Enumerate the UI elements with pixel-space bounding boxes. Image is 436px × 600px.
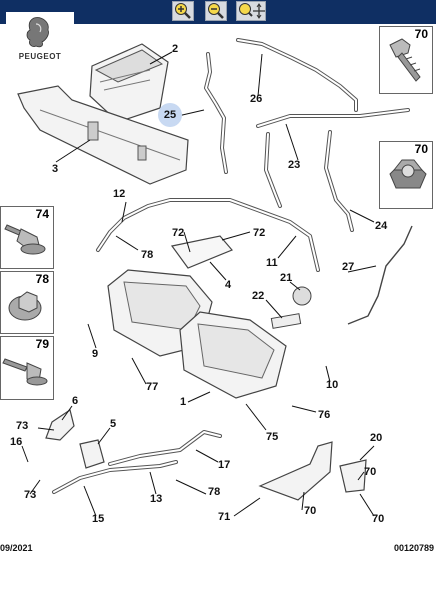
- nut-image: [389, 159, 427, 189]
- washer-nut-image: [8, 291, 42, 321]
- zoom-out-icon: [208, 3, 224, 19]
- pipe-13-17: [52, 430, 222, 494]
- callout-4[interactable]: 4: [225, 279, 232, 291]
- callout-17[interactable]: 17: [218, 459, 231, 471]
- side-box-label: 79: [35, 337, 49, 351]
- callout-16[interactable]: 16: [10, 436, 23, 448]
- part-bracket-20: [258, 441, 367, 501]
- zoom-in-icon: [175, 3, 191, 19]
- callout-5[interactable]: 5: [110, 418, 117, 430]
- callout-13[interactable]: 13: [150, 493, 163, 505]
- callout-75[interactable]: 75: [266, 431, 279, 443]
- pipe-23-24: [256, 108, 410, 232]
- footer-date: 09/2021: [0, 543, 33, 553]
- callout-73-upper[interactable]: 73: [16, 420, 29, 432]
- callout-6[interactable]: 6: [72, 395, 79, 407]
- callout-21[interactable]: 21: [280, 272, 293, 284]
- callout-76[interactable]: 76: [318, 409, 331, 421]
- callout-23[interactable]: 23: [288, 159, 301, 171]
- callout-70-lower[interactable]: 70: [372, 513, 385, 525]
- brand-name: PEUGEOT: [18, 52, 62, 61]
- callout-12[interactable]: 12: [113, 188, 126, 200]
- part-charger-module: [89, 43, 169, 123]
- leader-lines: [21, 51, 377, 517]
- bolt-image: [389, 38, 421, 82]
- callout-20[interactable]: 20: [370, 432, 383, 444]
- callout-24[interactable]: 24: [375, 220, 388, 232]
- callout-3[interactable]: 3: [52, 163, 59, 175]
- side-box-label: 70: [414, 27, 428, 41]
- part-mounting-tray: [17, 85, 189, 185]
- pipe-27: [347, 225, 413, 325]
- pipe-25-26: [204, 38, 358, 174]
- lion-emblem-icon: [26, 17, 49, 48]
- callout-72-left[interactable]: 72: [172, 227, 185, 239]
- part-battery-housing-right: [179, 311, 287, 399]
- callout-10[interactable]: 10: [326, 379, 339, 391]
- callout-77[interactable]: 77: [146, 381, 159, 393]
- zoom-in-button[interactable]: [172, 1, 194, 21]
- callout-22[interactable]: 22: [252, 290, 265, 302]
- peugeot-logo: PEUGEOT: [6, 12, 74, 68]
- callout-9[interactable]: 9: [92, 348, 99, 360]
- side-box-70-bolt: 70: [379, 26, 433, 94]
- footer-reference: 00120789: [393, 543, 434, 553]
- pipe-11-12: [96, 198, 320, 272]
- callout-72-right[interactable]: 72: [253, 227, 266, 239]
- zoom-out-button[interactable]: [205, 1, 227, 21]
- side-box-label: 78: [35, 272, 49, 286]
- callout-1[interactable]: 1: [180, 396, 187, 408]
- callout-2[interactable]: 2: [172, 43, 179, 55]
- side-box-78-washer: 78: [0, 271, 54, 334]
- part-sensor-21: [270, 286, 312, 329]
- pan-icon: [239, 3, 265, 19]
- callout-70-middle[interactable]: 70: [304, 505, 317, 517]
- side-box-74-bolt: 74: [0, 206, 54, 269]
- callout-15[interactable]: 15: [92, 513, 105, 525]
- part-bracket-4: [170, 235, 233, 269]
- callout-78-upper[interactable]: 78: [141, 249, 154, 261]
- side-box-70-nut: 70: [379, 141, 433, 209]
- screw-image: [2, 358, 48, 386]
- pan-button[interactable]: [236, 1, 266, 21]
- side-box-label: 70: [414, 142, 428, 156]
- part-connector-5: [79, 439, 105, 469]
- callout-27[interactable]: 27: [342, 261, 355, 273]
- callout-78-lower[interactable]: 78: [208, 486, 221, 498]
- side-box-79-screw: 79: [0, 336, 54, 400]
- callout-25-highlighted[interactable]: 25: [158, 103, 182, 127]
- callout-11[interactable]: 11: [266, 257, 278, 269]
- callout-70-upper[interactable]: 70: [364, 466, 377, 478]
- side-box-label: 74: [35, 207, 49, 221]
- part-clip-6: [45, 409, 75, 441]
- flange-bolt-image: [4, 224, 46, 255]
- callout-71[interactable]: 71: [218, 511, 231, 523]
- callout-73-lower[interactable]: 73: [24, 489, 37, 501]
- callout-26[interactable]: 26: [250, 93, 263, 105]
